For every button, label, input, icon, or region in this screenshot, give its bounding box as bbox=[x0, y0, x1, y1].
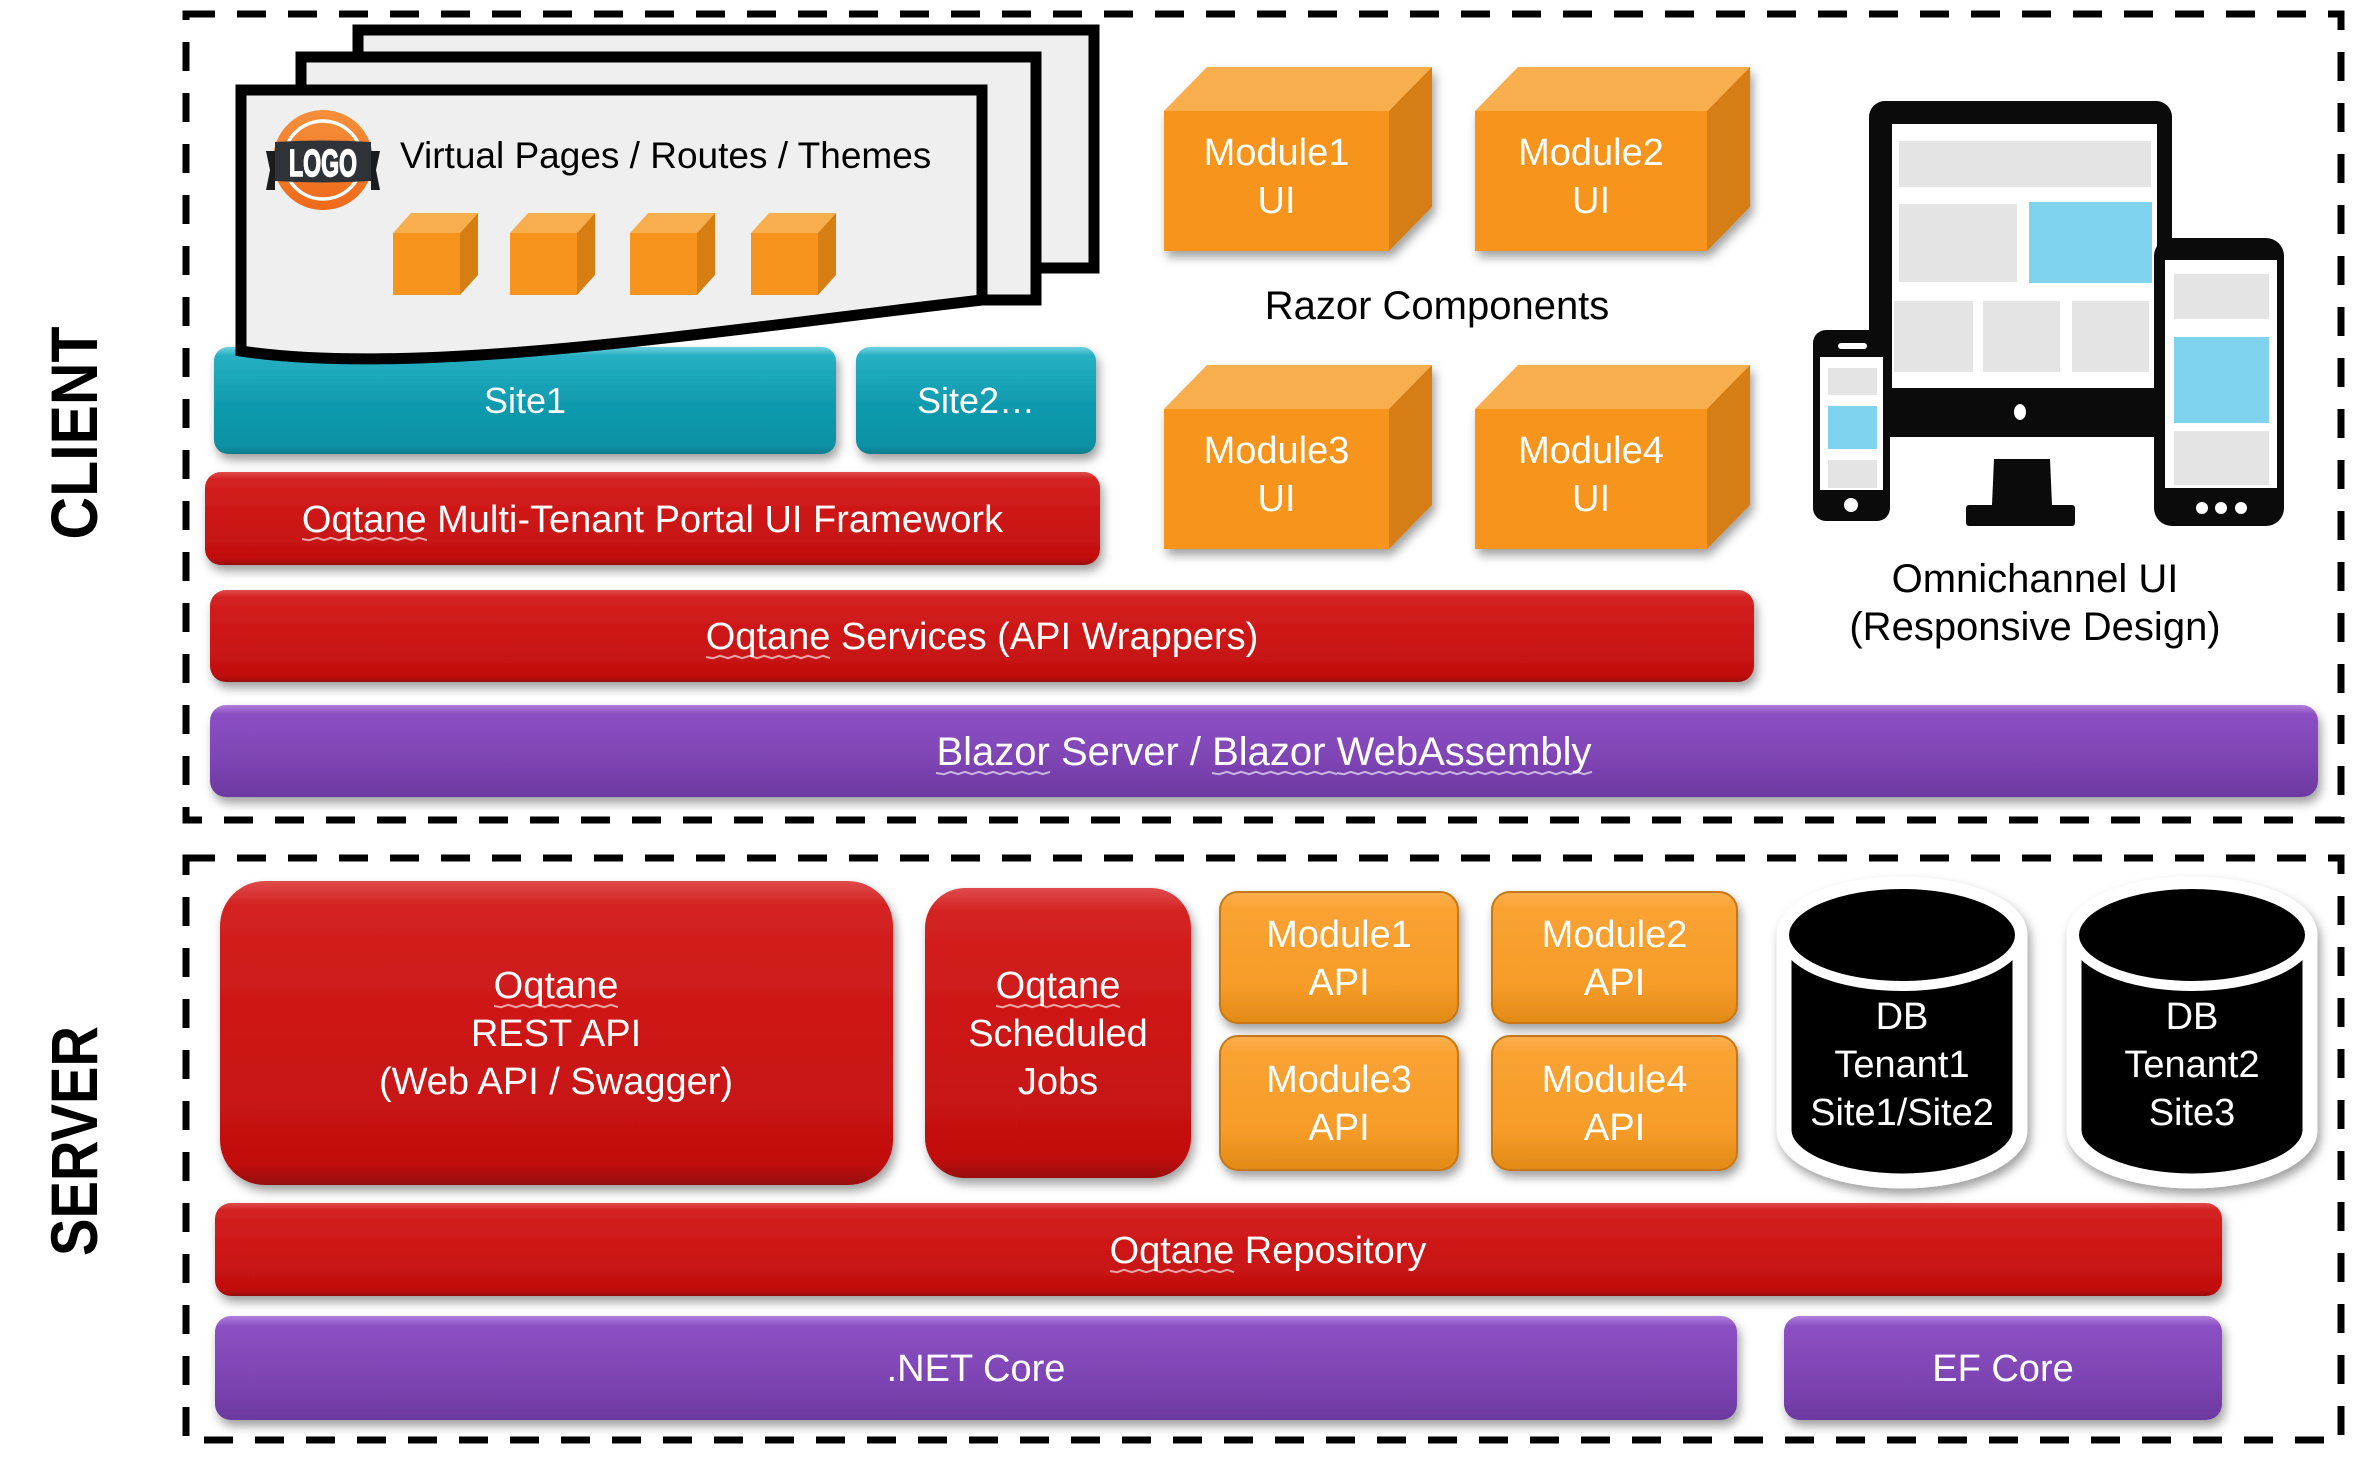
svg-text:API: API bbox=[1308, 1107, 1369, 1149]
svg-text:Module2: Module2 bbox=[1518, 132, 1664, 174]
svg-text:UI: UI bbox=[1258, 180, 1296, 222]
svg-text:SERVER: SERVER bbox=[37, 1026, 111, 1256]
svg-text:REST API: REST API bbox=[471, 1013, 641, 1055]
svg-text:UI: UI bbox=[1258, 478, 1296, 520]
svg-text:Module1: Module1 bbox=[1204, 132, 1350, 174]
svg-text:Module3: Module3 bbox=[1204, 430, 1350, 472]
svg-text:Site3: Site3 bbox=[2149, 1092, 2236, 1134]
svg-text:Module4: Module4 bbox=[1542, 1059, 1688, 1101]
svg-text:Oqtane Services (API Wrappers): Oqtane Services (API Wrappers) bbox=[706, 616, 1259, 658]
svg-text:Blazor Server / Blazor WebAsse: Blazor Server / Blazor WebAssembly bbox=[936, 730, 1591, 774]
svg-text:Oqtane: Oqtane bbox=[494, 965, 619, 1007]
svg-text:UI: UI bbox=[1572, 180, 1610, 222]
svg-text:Module4: Module4 bbox=[1518, 430, 1664, 472]
svg-text:Site2…: Site2… bbox=[917, 380, 1035, 421]
svg-text:Site1/Site2: Site1/Site2 bbox=[1810, 1092, 1994, 1134]
svg-text:Virtual Pages / Routes / Theme: Virtual Pages / Routes / Themes bbox=[400, 135, 931, 176]
svg-text:Tenant2: Tenant2 bbox=[2124, 1044, 2259, 1086]
svg-text:Site1: Site1 bbox=[484, 380, 566, 421]
svg-text:Scheduled: Scheduled bbox=[968, 1013, 1148, 1055]
svg-text:Oqtane Repository: Oqtane Repository bbox=[1110, 1230, 1427, 1272]
svg-text:Module2: Module2 bbox=[1542, 914, 1688, 956]
svg-text:Jobs: Jobs bbox=[1018, 1061, 1098, 1103]
svg-text:API: API bbox=[1308, 962, 1369, 1004]
svg-text:.NET Core: .NET Core bbox=[887, 1348, 1066, 1390]
svg-text:Razor Components: Razor Components bbox=[1265, 284, 1610, 328]
svg-text:Oqtane: Oqtane bbox=[996, 965, 1121, 1007]
svg-text:DB: DB bbox=[1876, 996, 1929, 1038]
svg-text:Tenant1: Tenant1 bbox=[1834, 1044, 1969, 1086]
svg-text:UI: UI bbox=[1572, 478, 1610, 520]
svg-text:CLIENT: CLIENT bbox=[37, 327, 111, 540]
svg-text:(Responsive Design): (Responsive Design) bbox=[1849, 605, 2220, 649]
svg-text:Module3: Module3 bbox=[1266, 1059, 1412, 1101]
svg-text:Omnichannel UI: Omnichannel UI bbox=[1892, 557, 2179, 601]
svg-text:(Web API / Swagger): (Web API / Swagger) bbox=[379, 1061, 733, 1103]
svg-text:API: API bbox=[1584, 962, 1645, 1004]
svg-text:LOGO: LOGO bbox=[289, 143, 357, 185]
svg-text:Module1: Module1 bbox=[1266, 914, 1412, 956]
svg-text:EF Core: EF Core bbox=[1932, 1348, 2073, 1390]
svg-text:API: API bbox=[1584, 1107, 1645, 1149]
svg-text:Oqtane Multi-Tenant Portal UI: Oqtane Multi-Tenant Portal UI Framework bbox=[302, 499, 1004, 541]
svg-text:DB: DB bbox=[2166, 996, 2219, 1038]
